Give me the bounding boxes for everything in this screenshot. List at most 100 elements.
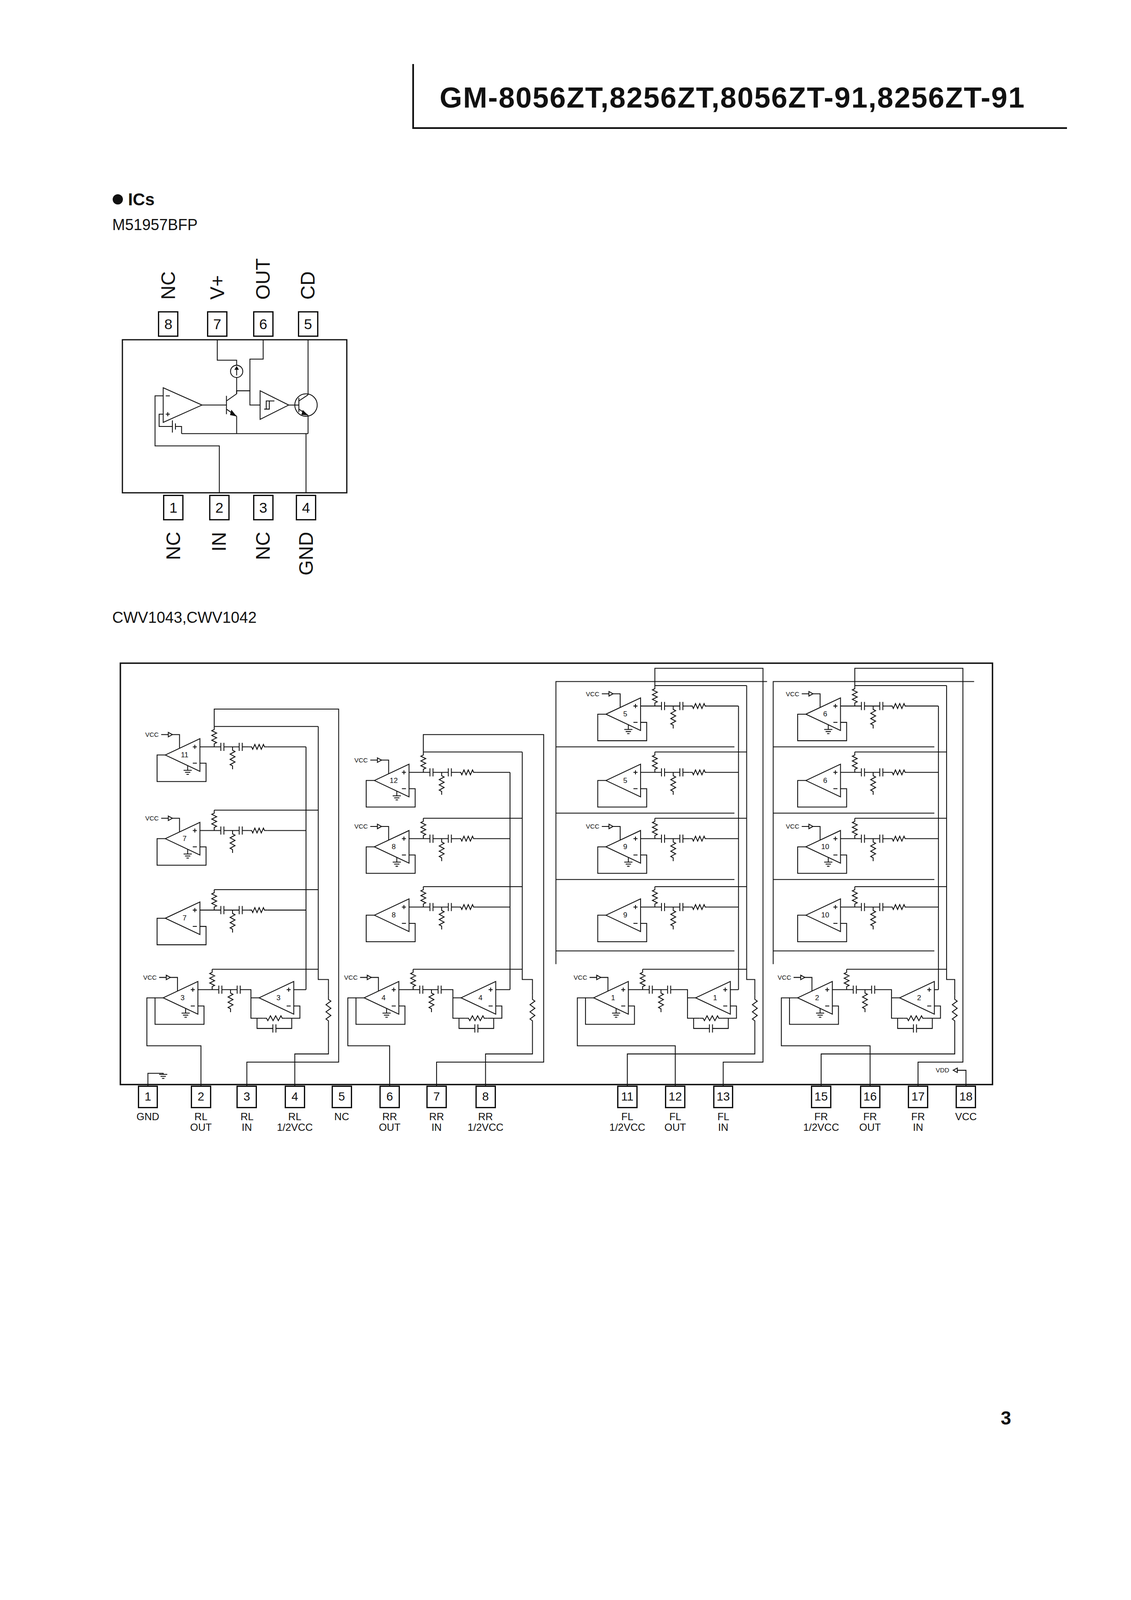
- opamp-number: 8: [391, 910, 396, 920]
- pin-number: 8: [164, 316, 173, 332]
- capacitor-symbol: [237, 985, 241, 994]
- opamp-symbol: [695, 981, 731, 1014]
- ground-symbol: [183, 769, 192, 775]
- wire: [864, 838, 881, 840]
- wire: [926, 1017, 933, 1019]
- wire: [459, 1017, 476, 1029]
- ground-symbol: [624, 729, 633, 734]
- wire: [874, 989, 898, 1018]
- transistor-symbol: [298, 394, 309, 416]
- wire: [821, 1025, 955, 1086]
- wire: [640, 906, 662, 908]
- resistor-symbol: [230, 746, 235, 770]
- wire: [682, 771, 690, 773]
- resistor-symbol: [420, 818, 426, 839]
- wire: [556, 812, 735, 814]
- pin-name: FR IN: [911, 1110, 925, 1133]
- pin-name: FL IN: [717, 1110, 729, 1133]
- wire: [708, 705, 739, 707]
- capacitor-symbol: [879, 902, 883, 911]
- wire: [154, 395, 220, 493]
- opamp-number: 5: [623, 776, 627, 785]
- wire: [708, 838, 739, 840]
- wire: [687, 996, 696, 998]
- pin-box: 13FL IN: [713, 1085, 734, 1108]
- pin-number: 5: [338, 1090, 346, 1103]
- plus-sign: [633, 904, 638, 910]
- pin-number: 2: [197, 1090, 205, 1103]
- wire: [441, 989, 460, 1018]
- wire: [601, 826, 621, 840]
- wire: [175, 426, 182, 434]
- page-rules: [112, 64, 1067, 205]
- opamp-number: 7: [182, 834, 187, 843]
- wire: [360, 977, 379, 992]
- pin-box: 1GND: [137, 1085, 159, 1108]
- wire: [250, 339, 264, 391]
- ground-symbol: [183, 853, 192, 858]
- pin-box: 16FR OUT: [859, 1085, 881, 1108]
- supply-label: VCC: [585, 822, 600, 830]
- capacitor-symbol: [218, 985, 222, 994]
- pin-box: 7RR IN: [426, 1085, 447, 1108]
- wire: [728, 1005, 737, 1019]
- resistor-symbol: [457, 836, 477, 841]
- wire: [891, 996, 900, 998]
- supply-label: VCC: [777, 973, 792, 981]
- wire: [275, 1017, 292, 1029]
- minus-sign: [190, 1005, 196, 1007]
- wire: [242, 746, 250, 747]
- pin-name: FL 1/2VCC: [609, 1110, 646, 1133]
- pin-box: 8RR 1/2VCC: [475, 1085, 496, 1108]
- minus-sign: [621, 1005, 626, 1007]
- pin-box: 6RR OUT: [379, 1085, 400, 1108]
- wire: [664, 771, 680, 773]
- wire: [693, 1017, 710, 1029]
- wire: [864, 771, 881, 773]
- resistor-symbol: [428, 989, 434, 1012]
- wire: [864, 906, 881, 908]
- supply-label: VCC: [145, 814, 159, 822]
- wire: [846, 968, 947, 970]
- wire: [840, 906, 862, 908]
- wire: [797, 780, 847, 807]
- minus-sign: [488, 1005, 493, 1007]
- opamp-symbol: [460, 981, 496, 1014]
- wire: [451, 906, 459, 908]
- wire: [370, 760, 389, 774]
- pin-number: 16: [863, 1090, 877, 1103]
- resistor-symbol: [530, 994, 535, 1026]
- minus-sign: [192, 925, 198, 927]
- capacitor-symbol: [475, 1024, 479, 1033]
- plus-sign: [391, 987, 397, 992]
- wire: [827, 724, 829, 730]
- arrow-head: [953, 1067, 958, 1073]
- wire: [627, 724, 629, 730]
- resistor-symbol: [862, 989, 868, 1012]
- resistor-symbol: [263, 1015, 286, 1021]
- opamp-symbol: [374, 898, 409, 932]
- opamp-number: 1: [713, 993, 718, 1003]
- plus-sign: [621, 987, 626, 992]
- opamp-symbol: [259, 981, 294, 1014]
- wire: [221, 988, 238, 990]
- pin-name: NC: [157, 271, 180, 300]
- plus-sign: [833, 769, 838, 775]
- capacitor-symbol: [679, 701, 683, 710]
- minus-sign: [833, 721, 838, 723]
- wire: [422, 988, 439, 990]
- wire: [854, 751, 947, 753]
- wire: [883, 906, 890, 908]
- capacitor-symbol: [679, 768, 683, 777]
- wire: [495, 988, 511, 990]
- wire: [854, 667, 963, 1086]
- minus-sign: [633, 721, 638, 723]
- wire: [907, 705, 939, 707]
- wire: [797, 714, 847, 741]
- pin-number: 6: [386, 1090, 394, 1103]
- capacitor-symbol: [220, 742, 224, 751]
- arrow-head: [230, 410, 236, 416]
- capacitor-symbol: [861, 902, 865, 911]
- wire: [907, 906, 939, 908]
- ground-symbol: [159, 1074, 168, 1079]
